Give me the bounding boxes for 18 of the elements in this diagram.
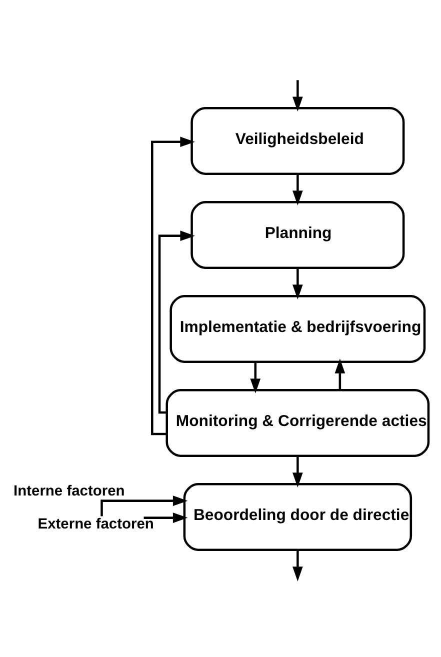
arrow — [334, 358, 345, 390]
arrow — [250, 361, 260, 393]
edge-label: Externe factoren — [37, 516, 154, 532]
node-box: Planning — [190, 200, 404, 268]
arrow — [100, 495, 188, 516]
node-box: Implementatie & bedrijfsvoering — [169, 294, 426, 362]
edge-label: Interne factoren — [13, 483, 124, 500]
arrow — [158, 230, 194, 414]
node-box: Beoordeling door de directie — [182, 482, 412, 550]
arrow — [292, 80, 302, 111]
arrow — [292, 455, 302, 487]
arrow — [292, 173, 302, 205]
arrow — [292, 549, 302, 581]
arrow — [150, 136, 194, 435]
node-box: Veiligheidsbeleid — [190, 106, 404, 174]
node-box: Monitoring & Corrigerende acties — [165, 388, 430, 456]
arrow — [143, 512, 188, 522]
arrow — [292, 267, 302, 299]
